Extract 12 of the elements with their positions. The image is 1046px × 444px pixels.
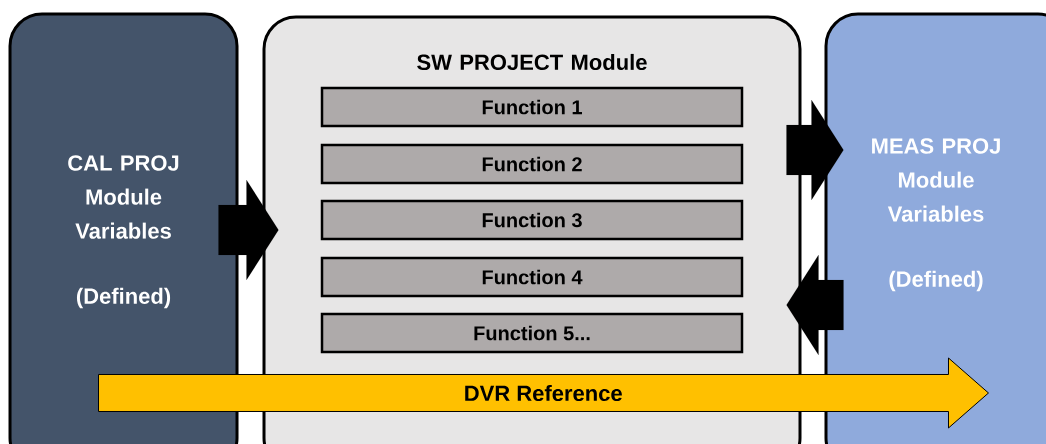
edge-label: DVR Reference [465, 384, 622, 402]
function-bar: Function 2 [320, 143, 744, 185]
block-arrow [98, 357, 989, 429]
function-bar: Function 4 [320, 256, 744, 298]
function-bar: Function 1 [320, 86, 744, 128]
function-bar: Function 3 [320, 199, 744, 241]
side-panel: MEAS PROJ Module Variables (Defined) [824, 12, 1046, 444]
block-arrow [786, 99, 844, 201]
side-panel: CAL PROJ Module Variables (Defined) [8, 12, 239, 444]
function-bar: Function 5... [320, 312, 744, 354]
block-arrow [786, 254, 844, 356]
block-arrow [218, 179, 279, 281]
